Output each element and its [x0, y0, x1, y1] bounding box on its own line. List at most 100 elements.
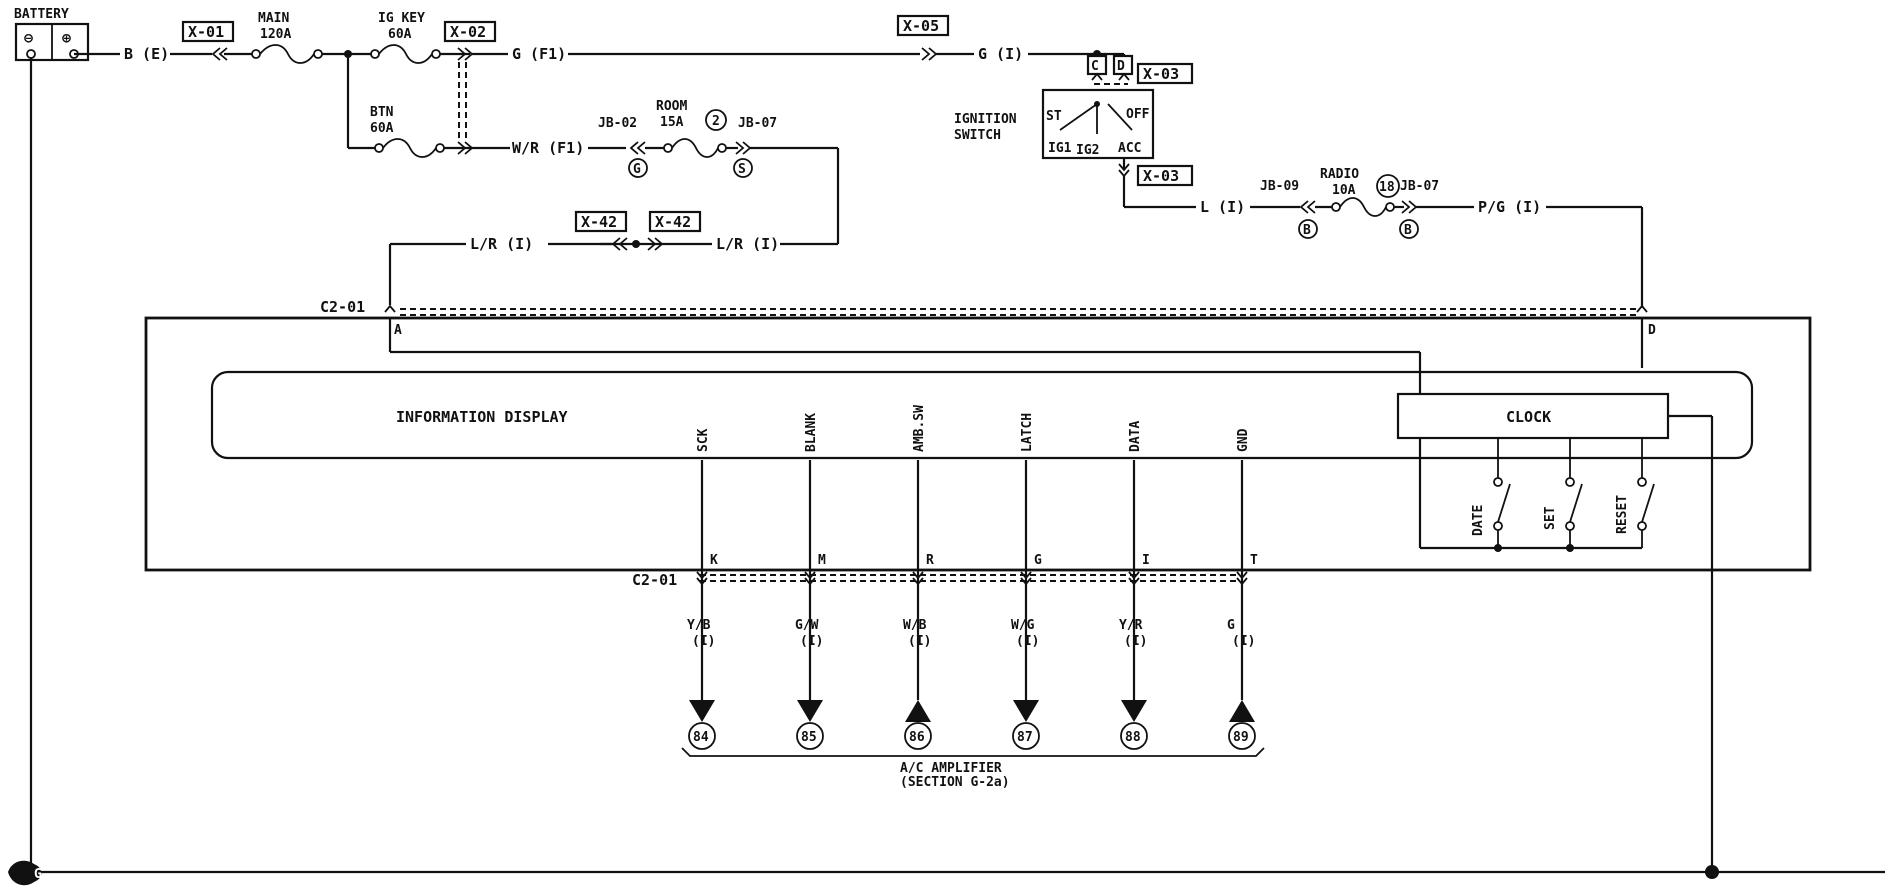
connector-x42a	[574, 210, 628, 233]
signal-circuit-blank: (I)	[800, 634, 823, 649]
svg-text:ACC: ACC	[1118, 141, 1141, 156]
connector-x03b-label: X-03	[1143, 167, 1179, 185]
junction-jb07a-label: JB-07	[738, 116, 777, 131]
connector-x05-chevron-icon	[921, 47, 938, 61]
junction-jb07a-pin	[733, 158, 753, 178]
amplifier-bracket	[681, 747, 1265, 757]
wire-label-b-e: B (E)	[124, 45, 169, 63]
ignition-switch-lever-icon	[1059, 103, 1098, 131]
signal-arrow-up-icon	[905, 700, 931, 722]
ignition-switch-title: IGNITION	[954, 112, 1017, 127]
svg-text:C: C	[1091, 59, 1099, 74]
battery: BATTERY ⊖ ⊕	[14, 7, 90, 62]
signal-wire-color-data: Y/R	[1119, 618, 1143, 633]
svg-text:B: B	[1404, 223, 1412, 238]
signal-pin-latch: G	[1034, 553, 1042, 568]
module-pin-a: A	[394, 323, 402, 338]
connector-x42b	[648, 210, 702, 233]
fuse-radio-number	[1376, 174, 1400, 198]
signal-circuit-latch: (I)	[1016, 634, 1039, 649]
fuse-radio-icon	[1339, 197, 1387, 217]
svg-text:IG1: IG1	[1048, 141, 1072, 156]
terminal-label-85: 85	[801, 730, 817, 745]
signal-pin-data: I	[1142, 553, 1150, 568]
signal-name-gnd: GND	[1236, 428, 1251, 452]
fuse-room-icon	[671, 138, 719, 158]
fuse-btn-rating: 60A	[370, 121, 394, 136]
signal-wire-color-latch: W/G	[1011, 618, 1035, 633]
wire-label-p-g-i: P/G (I)	[1478, 198, 1541, 216]
connector-x01-chevron-icon	[211, 47, 228, 61]
connector-x02	[443, 20, 497, 43]
fuse-btn-name: BTN	[370, 105, 394, 120]
fuse-igkey-icon	[378, 44, 433, 64]
fuse-radio-name: RADIO	[1320, 167, 1359, 182]
signal-connector-latch-icon	[1020, 571, 1032, 586]
switch-reset-icon	[1641, 483, 1655, 523]
fuse-room-name: ROOM	[656, 99, 687, 114]
signal-name-amb-sw: AMB.SW	[912, 405, 927, 452]
fuse-btn-icon	[382, 138, 437, 158]
signal-name-blank: BLANK	[804, 413, 819, 452]
signal-name-latch: LATCH	[1020, 413, 1035, 452]
switch-set: SET	[1543, 438, 1583, 552]
connector-x03a-label: X-03	[1143, 65, 1179, 83]
terminal-84	[688, 722, 716, 750]
signal-pin-blank: M	[818, 553, 826, 568]
switch-set-icon	[1569, 483, 1583, 523]
terminal-88	[1120, 722, 1148, 750]
signal-connector-blank-icon	[804, 571, 816, 586]
terminal-89	[1228, 722, 1256, 750]
signal-circuit-data: (I)	[1124, 634, 1147, 649]
terminal-label-84: 84	[693, 730, 709, 745]
signal-wire-color-sck: Y/B	[687, 618, 711, 633]
junction-jb02-label: JB-02	[598, 116, 637, 131]
junction-jb09-label: JB-09	[1260, 179, 1299, 194]
switch-date-label: DATE	[1471, 505, 1486, 536]
amplifier-section: (SECTION G-2a)	[900, 775, 1010, 790]
svg-text:G: G	[633, 162, 641, 177]
information-display-label: INFORMATION DISPLAY	[396, 408, 568, 426]
terminal-label-88: 88	[1125, 730, 1141, 745]
fuse-igkey-name: IG KEY	[378, 11, 425, 26]
connector-x01-label: X-01	[188, 23, 224, 41]
connector-x02-label: X-02	[450, 23, 486, 41]
connector-x05	[896, 14, 950, 37]
signal-columns: SCKKY/B(I)84BLANKMG/W(I)85AMB.SWRW/B(I)8…	[687, 405, 1258, 750]
svg-text:SWITCH: SWITCH	[954, 128, 1001, 143]
signal-name-data: DATA	[1128, 421, 1143, 452]
connector-x42a-label: X-42	[581, 213, 617, 231]
signal-arrow-down-icon	[1013, 700, 1039, 722]
wire-label-l-r-i-right: L/R (I)	[716, 235, 779, 253]
wire-label-g-i: G (I)	[978, 45, 1023, 63]
ground-label: G	[34, 867, 42, 882]
fuse-igkey-rating: 60A	[388, 27, 412, 42]
clock-label: CLOCK	[1506, 408, 1551, 426]
fuse-main-icon	[259, 44, 315, 64]
signal-pin-amb-sw: R	[926, 553, 934, 568]
svg-text:ST: ST	[1046, 109, 1062, 124]
wire-label-g-f1: G (F1)	[512, 45, 566, 63]
switch-reset: RESET	[1615, 438, 1655, 548]
fuse-room-rating: 15A	[660, 115, 684, 130]
svg-text:B: B	[1303, 223, 1311, 238]
connector-x05-label: X-05	[903, 17, 939, 35]
terminal-85	[796, 722, 824, 750]
svg-text:18: 18	[1379, 180, 1395, 195]
signal-connector-gnd-icon	[1236, 571, 1248, 586]
junction-jb09-pin	[1298, 219, 1318, 239]
connector-x03b	[1136, 164, 1194, 187]
signal-arrow-down-icon	[689, 700, 715, 722]
connector-c201-top-label: C2-01	[320, 298, 365, 316]
signal-connector-data-icon	[1128, 571, 1140, 586]
switch-date: DATE	[1471, 438, 1511, 552]
connector-x03a	[1136, 62, 1194, 85]
signal-wire-color-blank: G/W	[795, 618, 819, 633]
amplifier-title: A/C AMPLIFIER	[900, 761, 1002, 776]
signal-connector-sck-icon	[696, 571, 708, 586]
signal-pin-sck: K	[710, 553, 718, 568]
signal-wire-color-gnd: G	[1227, 618, 1235, 633]
signal-circuit-sck: (I)	[692, 634, 715, 649]
fuse-radio-rating: 10A	[1332, 183, 1356, 198]
